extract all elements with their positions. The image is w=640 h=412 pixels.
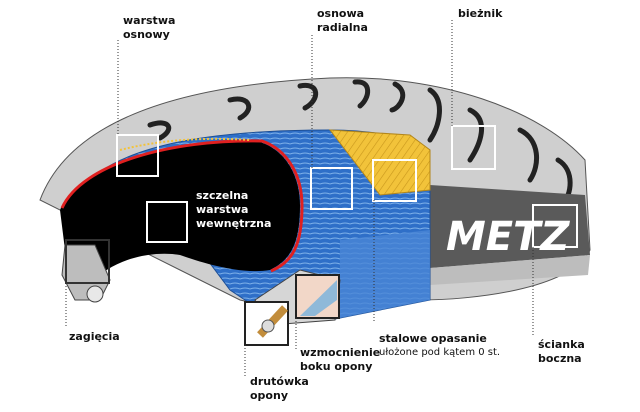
tread-grooves [147,79,573,208]
label-wzmocnienie: wzmocnienie boku opony [300,346,381,373]
callout-boxes [65,125,578,284]
brand-lettering: METZ [446,214,570,260]
label-szczelna-warstwa: szczelna warstwa wewnętrzna [196,189,272,230]
leader-lines [65,20,534,378]
callout-box-warstwa-osnowy [116,134,159,177]
label-drutowka: drutówka opony [250,375,309,402]
inner-cavity [60,141,300,290]
label-warstwa-osnowy: warstwa osnowy [123,14,176,41]
label-osnowa-radialna: osnowa radialna [317,7,368,34]
label-zagiecia: zagięcia [69,330,120,343]
callout-box-osnowa [310,167,353,210]
callout-box-zagiecia [65,239,110,284]
inner-liner [60,139,304,273]
label-stalowe-opasanie-title: stalowe opasanie [379,332,487,345]
label-scianka-boczna: ścianka boczna [538,338,585,365]
label-stalowe-opasanie-sub: ułożone pod kątem 0 st. [379,347,501,358]
callout-box-szczelna [146,201,188,243]
callout-box-belt [372,159,417,202]
callout-box-bieznik [451,125,496,170]
steel-belt [328,129,431,196]
callout-box-scianka [532,204,578,248]
label-bieznik: bieżnik [458,7,503,20]
label-stalowe-opasanie: stalowe opasanie ułożone pod kątem 0 st. [379,318,500,374]
